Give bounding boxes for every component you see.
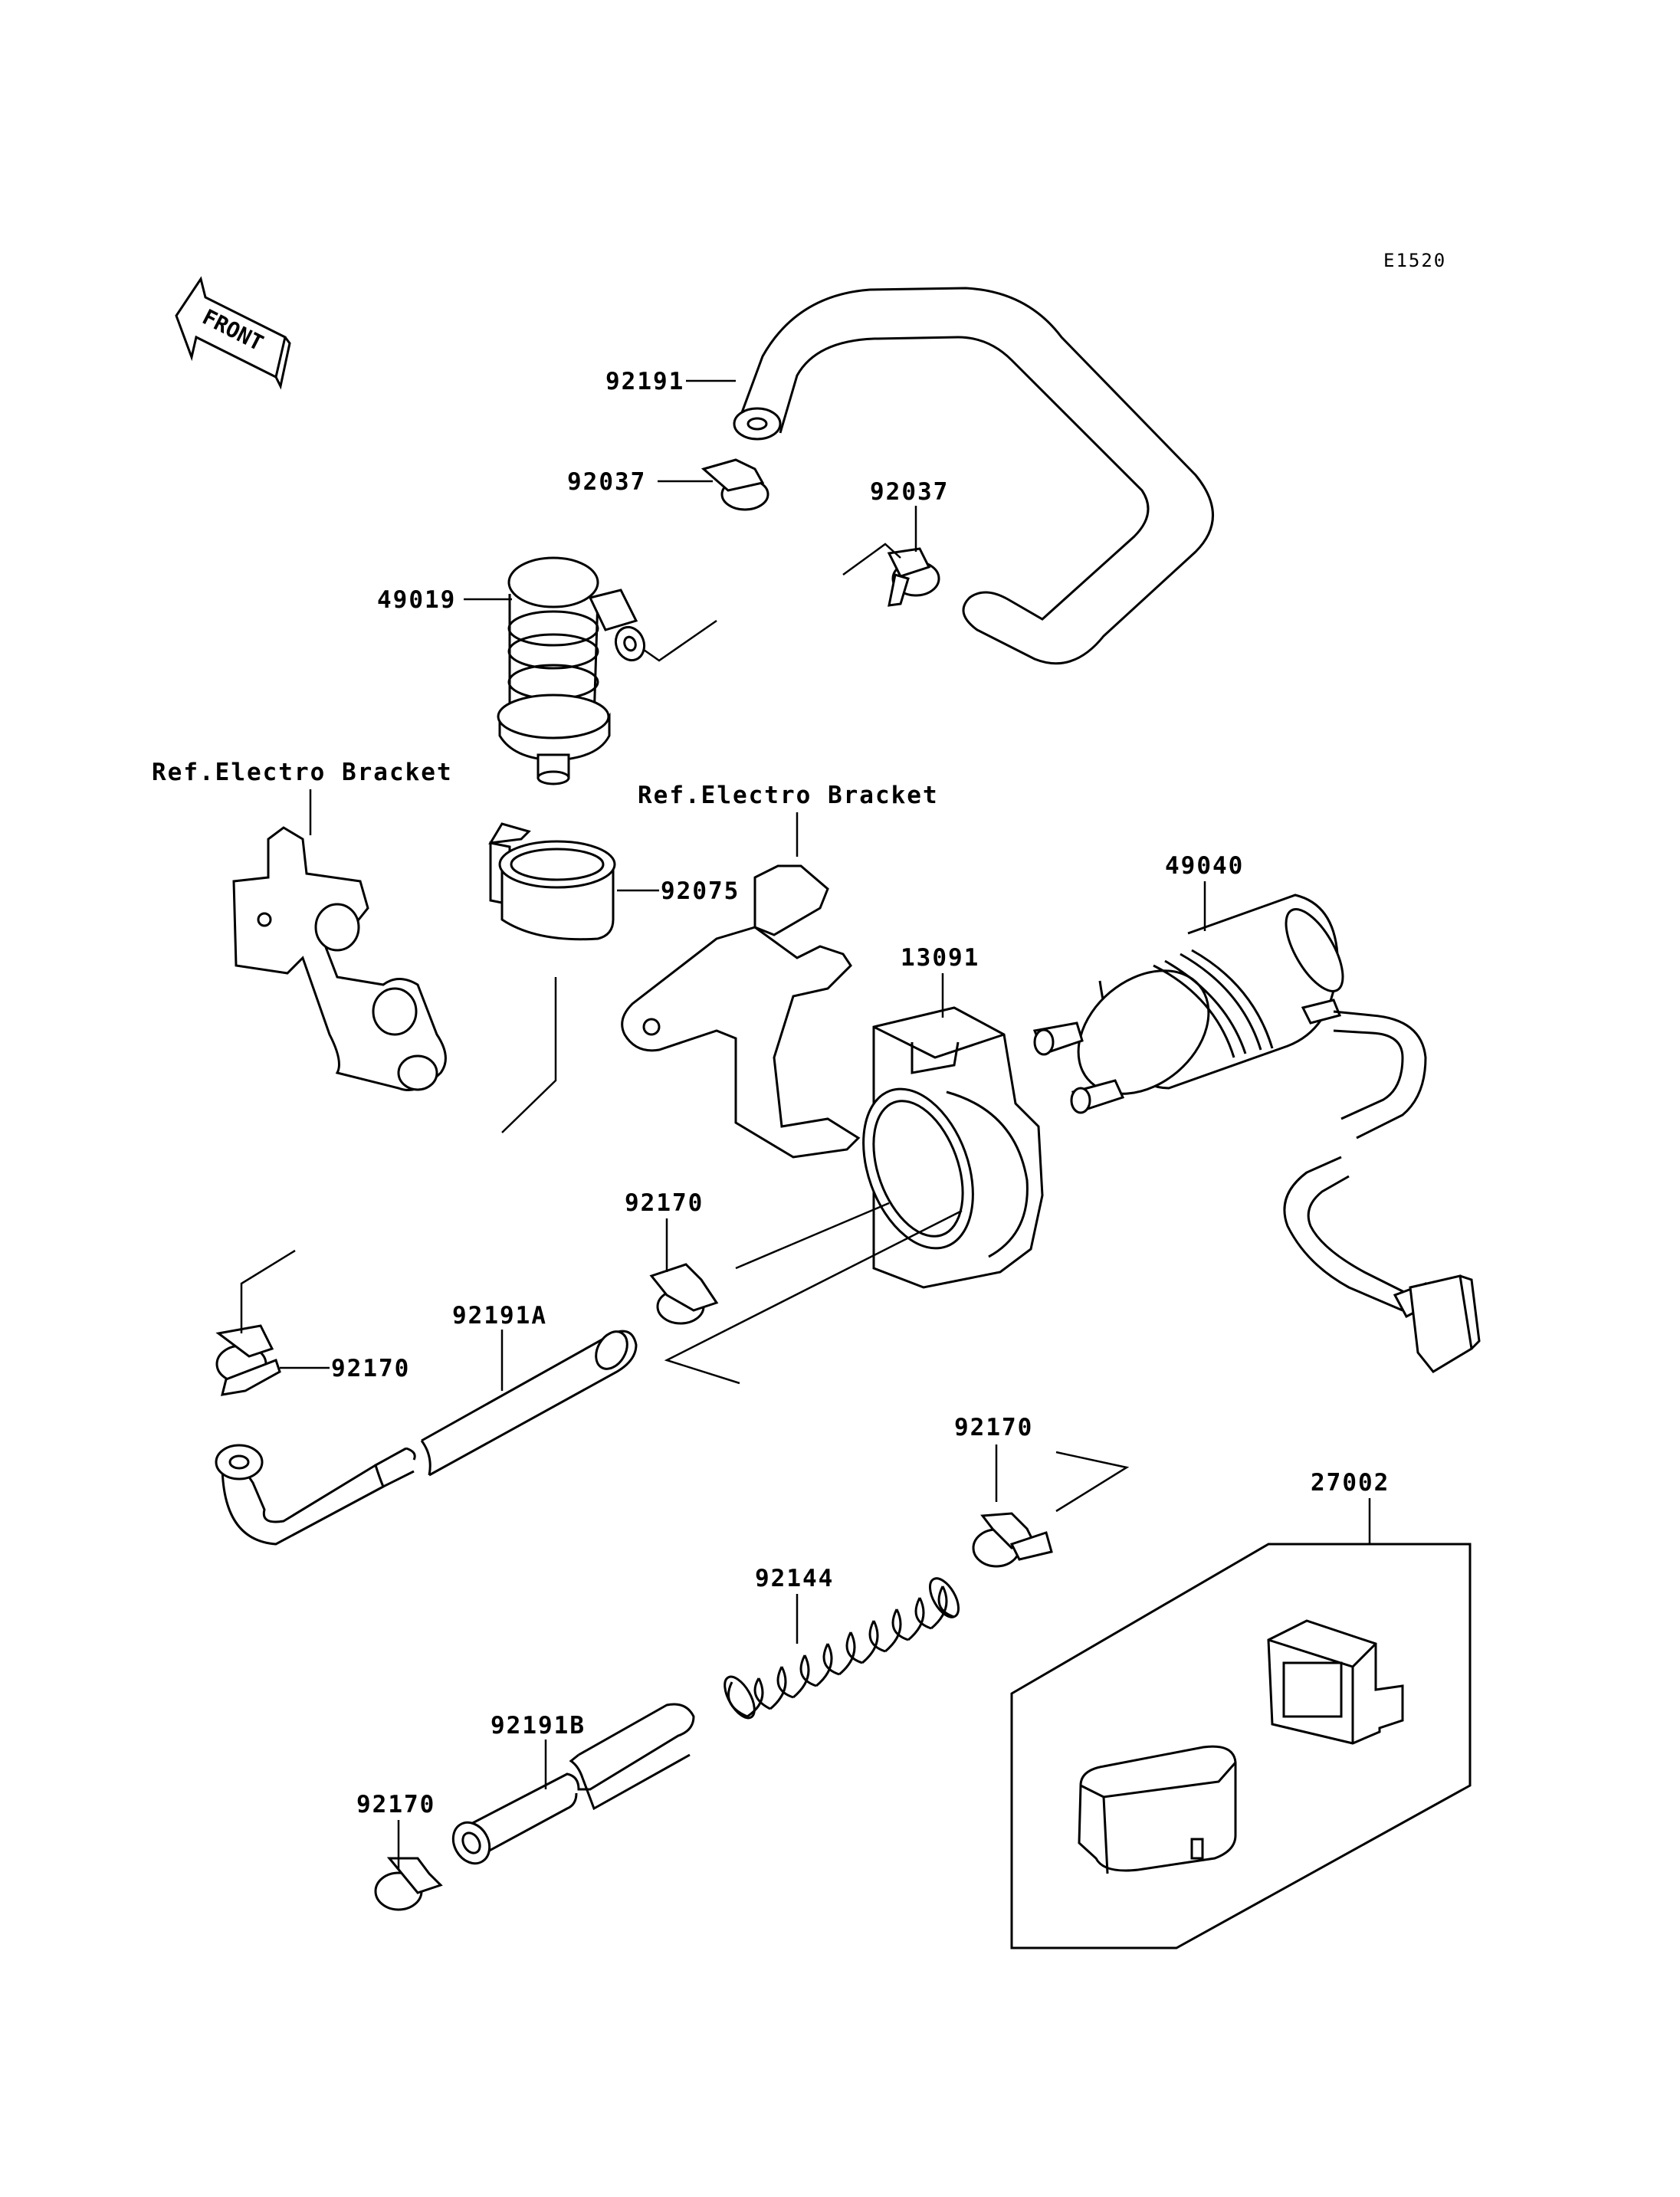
kit-27002 xyxy=(1010,1543,1472,1949)
label-49019: 49019 xyxy=(377,586,456,614)
filter-49019 xyxy=(497,556,646,785)
label-92170-d: 92170 xyxy=(356,1791,435,1818)
clip-92037-right xyxy=(887,547,940,607)
label-ref-bracket-right: Ref.Electro Bracket xyxy=(638,782,939,809)
diagram-code: E1520 xyxy=(1383,250,1446,271)
label-49040: 49040 xyxy=(1165,852,1244,880)
label-13091: 13091 xyxy=(901,944,979,972)
clip-92170-c xyxy=(972,1512,1053,1568)
label-92191: 92191 xyxy=(605,368,684,395)
spring-92144 xyxy=(724,1577,960,1720)
clamp-13091 xyxy=(862,1006,1044,1289)
label-92075: 92075 xyxy=(661,877,740,905)
label-92170-a: 92170 xyxy=(625,1189,704,1217)
clip-92170-b xyxy=(215,1324,281,1396)
label-92170-c: 92170 xyxy=(954,1414,1033,1441)
bracket-left xyxy=(232,826,447,1091)
label-92037-right: 92037 xyxy=(870,478,949,506)
bracket-right xyxy=(621,864,861,1159)
clip-92170-d xyxy=(374,1857,443,1911)
clip-92170-a xyxy=(649,1263,719,1325)
label-92170-b: 92170 xyxy=(331,1355,410,1382)
pump-49040 xyxy=(1032,894,1481,1373)
label-ref-bracket-left: Ref.Electro Bracket xyxy=(152,759,453,786)
hose-92191B xyxy=(451,1703,695,1865)
front-arrow-icon: FRONT xyxy=(175,276,291,390)
label-92191A: 92191A xyxy=(452,1302,547,1330)
label-92191B: 92191B xyxy=(491,1712,586,1740)
hose-92191 xyxy=(733,287,1214,665)
label-92037-left: 92037 xyxy=(567,468,646,496)
hose-92191A xyxy=(215,1330,638,1546)
clip-92037-left xyxy=(701,458,769,511)
label-27002: 27002 xyxy=(1311,1469,1390,1497)
damper-92075 xyxy=(488,822,616,941)
label-92144: 92144 xyxy=(755,1565,834,1592)
